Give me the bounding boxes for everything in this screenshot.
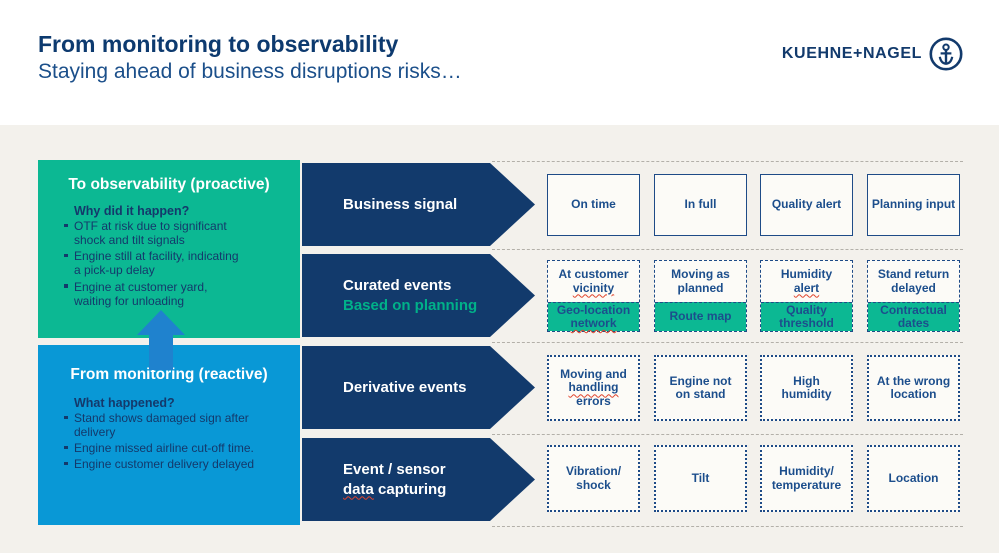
arrow-label-text: Curated events — [343, 277, 452, 294]
arrow-label-text: Derivative events — [343, 378, 467, 396]
reactive-bullet-list: Stand shows damaged sign after delivery … — [38, 411, 300, 472]
box-tilt: Tilt — [654, 445, 747, 512]
arrow-label-text: Business signal — [343, 195, 458, 213]
planning-basis-section: Contractual dates — [868, 302, 959, 331]
box-vibration-shock: Vibration/ shock — [547, 445, 640, 512]
flow-arrow-event-sensor-data-capturing: Event / sensor data capturing — [302, 438, 535, 521]
box-planning-input: Planning input — [867, 174, 960, 236]
curated-event-section: Stand return delayed — [868, 261, 959, 302]
page-subtitle: Staying ahead of business disruptions ri… — [38, 60, 462, 83]
arrow-label: Event / sensor data capturing — [343, 460, 446, 499]
anchor-icon — [929, 37, 963, 71]
planning-basis-section: Route map — [655, 302, 746, 331]
row-separator — [492, 526, 963, 527]
curated-event-section: At customer vicinity — [548, 261, 639, 302]
box-label: Engine not on stand — [669, 373, 732, 401]
box-moving-as-planned: Moving as planned Route map — [654, 260, 747, 332]
row-separator — [492, 249, 963, 250]
arrow-sublabel-text: Based on planning — [343, 296, 478, 314]
box-high-humidity: High humidity — [760, 355, 853, 421]
row-separator — [492, 434, 963, 435]
arrow-label-text: Event / sensor data capturing — [343, 461, 447, 498]
row-separator — [492, 342, 963, 343]
box-label: Moving and handling errors — [560, 366, 627, 408]
box-label: High humidity — [781, 373, 832, 401]
box-label: Stand return delayed — [877, 267, 950, 295]
box-at-customer-vicinity: At customer vicinity Geo-location networ… — [547, 260, 640, 332]
up-arrow-icon — [137, 310, 185, 370]
arrow-label: Curated events Based on planning — [343, 276, 477, 315]
box-label: Quality alert — [771, 197, 842, 212]
bullet-item: OTF at risk due to significant shock and… — [64, 219, 292, 247]
box-label: At the wrong location — [876, 373, 951, 401]
bullet-item: Engine missed airline cut-off time. — [64, 441, 292, 455]
reactive-question: What happened? — [74, 396, 175, 410]
bullet-item: Stand shows damaged sign after delivery — [64, 411, 292, 439]
bullet-item: Engine still at facility, indicating a p… — [64, 249, 292, 277]
box-label: Location — [888, 470, 939, 485]
box-label: Contractual dates — [880, 302, 947, 330]
row-separator — [492, 161, 963, 162]
flow-arrow-curated-events: Curated events Based on planning — [302, 254, 535, 337]
curated-event-section: Moving as planned — [655, 261, 746, 302]
arrow-label: Derivative events — [343, 378, 466, 398]
proactive-panel-title: To observability (proactive) — [68, 176, 270, 193]
box-quality-alert: Quality alert — [760, 174, 853, 236]
box-label: At customer vicinity — [558, 267, 629, 295]
box-humidity-temperature: Humidity/ temperature — [760, 445, 853, 512]
box-label: Tilt — [691, 470, 710, 485]
box-at-wrong-location: At the wrong location — [867, 355, 960, 421]
box-location: Location — [867, 445, 960, 512]
logo-text: KUEHNE+NAGEL — [781, 45, 922, 62]
box-label: Humidity/ temperature — [771, 464, 842, 492]
kuehne-nagel-logo: KUEHNE+NAGEL — [782, 37, 963, 71]
box-on-time: On time — [547, 174, 640, 236]
proactive-bullet-list: OTF at risk due to significant shock and… — [38, 219, 300, 308]
box-label: Route map — [669, 309, 732, 324]
box-label: Humidity alert — [780, 267, 833, 295]
box-engine-not-on-stand: Engine not on stand — [654, 355, 747, 421]
proactive-panel: To observability (proactive) Why did it … — [38, 160, 300, 338]
box-label: On time — [571, 197, 616, 212]
reactive-panel: From monitoring (reactive) What happened… — [38, 345, 300, 525]
bullet-item: Engine customer delivery delayed — [64, 457, 292, 471]
page-title: From monitoring to observability — [38, 31, 399, 57]
arrow-label: Business signal — [343, 195, 457, 215]
curated-event-section: Humidity alert — [761, 261, 852, 302]
flow-arrow-derivative-events: Derivative events — [302, 346, 535, 429]
box-stand-return-delayed: Stand return delayed Contractual dates — [867, 260, 960, 332]
box-label: Quality threshold — [779, 302, 834, 330]
box-label: Planning input — [871, 197, 956, 212]
proactive-question: Why did it happen? — [74, 204, 190, 218]
box-in-full: In full — [654, 174, 747, 236]
box-humidity-alert: Humidity alert Quality threshold — [760, 260, 853, 332]
reactive-panel-title: From monitoring (reactive) — [70, 366, 268, 383]
bullet-item: Engine at customer yard, waiting for unl… — [64, 280, 292, 308]
box-label: Moving as planned — [671, 267, 730, 295]
box-moving-handling-errors: Moving and handling errors — [547, 355, 640, 421]
planning-basis-section: Quality threshold — [761, 302, 852, 331]
box-label: In full — [684, 197, 717, 212]
box-label: Geo-location network — [556, 302, 631, 330]
box-label: Vibration/ shock — [565, 464, 622, 492]
planning-basis-section: Geo-location network — [548, 302, 639, 331]
flow-arrow-business-signal: Business signal — [302, 163, 535, 246]
